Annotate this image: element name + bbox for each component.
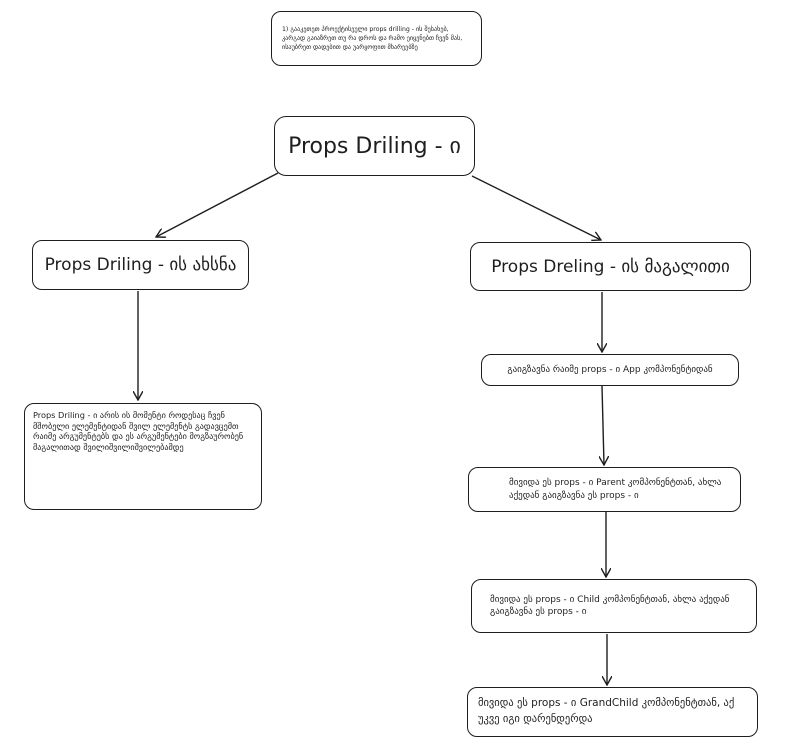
example-text: Props Dreling - ის მაგალითი: [491, 256, 730, 277]
explanation-box: Props Driling - ის ახსნა: [32, 240, 249, 290]
arrow-main-to-example: [471, 175, 601, 240]
step-parent-text: მივიდა ეს props - ი Parent კომპონენტთან,…: [509, 478, 722, 501]
step-child-text: მივიდა ეს props - ი Child კომპონენტთან, …: [490, 594, 730, 617]
step-parent-box: მივიდა ეს props - ი Parent კომპონენტთან,…: [468, 467, 741, 512]
main-topic-text: Props Driling - ი: [288, 133, 461, 159]
step-grandchild-box: მივიდა ეს props - ი GrandChild კომპონენტ…: [467, 687, 758, 737]
arrow-step1-to-step2: [602, 385, 604, 465]
task-note-text: 1) გააკეთეთ პროექტისეული props drilling …: [282, 25, 463, 52]
step-app-box: გაიგზავნა რაიმე props - ი App კომპონენტი…: [481, 354, 739, 386]
arrow-main-to-explanation: [156, 172, 279, 237]
task-note-box: 1) გააკეთეთ პროექტისეული props drilling …: [271, 11, 482, 66]
explanation-text: Props Driling - ის ახსნა: [44, 255, 237, 275]
explanation-description-text: Props Driling - ი არის ის მომენტი როდესა…: [33, 410, 244, 452]
example-box: Props Dreling - ის მაგალითი: [470, 242, 751, 291]
step-app-text: გაიგზავნა რაიმე props - ი App კომპონენტი…: [507, 364, 713, 375]
step-child-box: მივიდა ეს props - ი Child კომპონენტთან, …: [471, 579, 757, 633]
explanation-description-box: Props Driling - ი არის ის მომენტი როდესა…: [24, 403, 262, 510]
main-topic-box: Props Driling - ი: [274, 116, 475, 176]
step-grandchild-text: მივიდა ეს props - ი GrandChild კომპონენტ…: [478, 697, 735, 725]
